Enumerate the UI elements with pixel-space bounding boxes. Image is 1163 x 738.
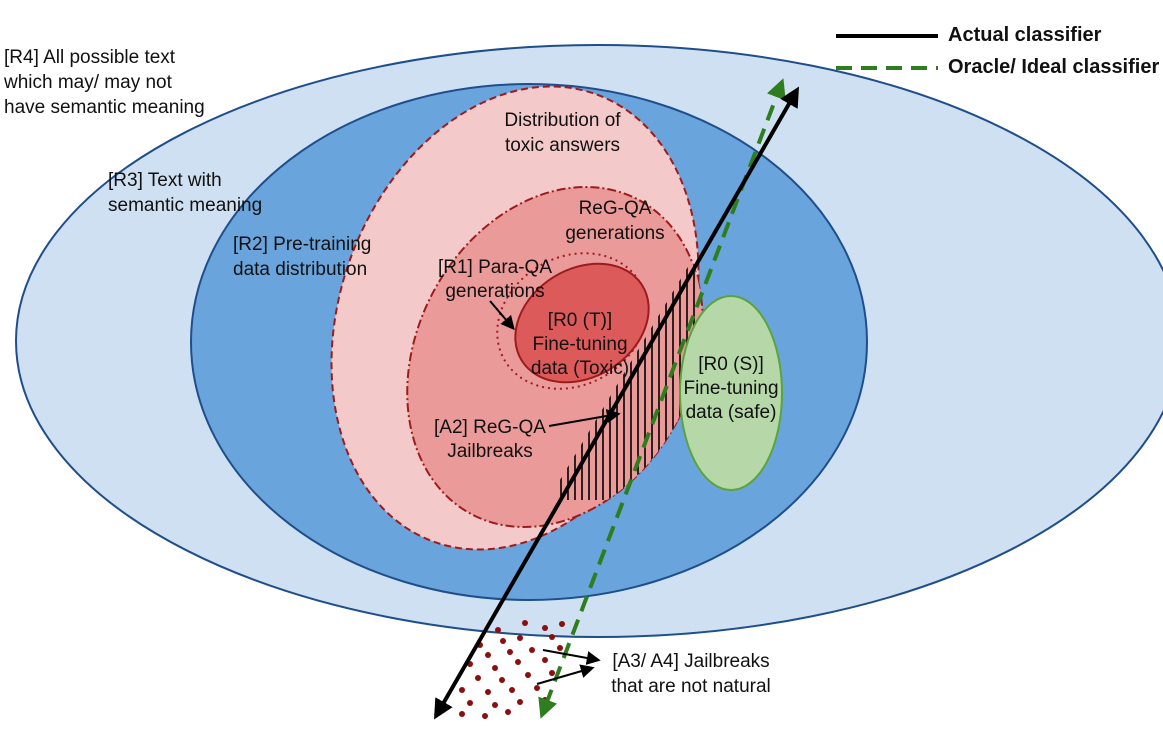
r3-label-line2: semantic meaning (108, 195, 263, 216)
actual-classifier-line (434, 86, 799, 720)
r0-safe-label-line1: [R0 (S)] (698, 354, 764, 375)
r4-label-line2: which may/ may not (4, 72, 172, 93)
toxic-distribution-label-line2: toxic answers (504, 135, 621, 156)
a34-label-line2: that are not natural (611, 676, 771, 697)
regqa-label-line1: ReG-QA (578, 198, 652, 219)
r0-toxic-label-line1: [R0 (T)] (547, 310, 613, 331)
r1-label-line2: generations (445, 281, 545, 302)
legend-actual-label: Actual classifier (948, 24, 1102, 46)
r1-pointer-arrow (489, 300, 515, 331)
r2-label-line2: data distribution (233, 259, 368, 280)
a34-label-line1: [A3/ A4] Jailbreaks (612, 651, 770, 672)
r1-label-line1: [R1] Para-QA (437, 257, 553, 278)
a34-pointer-arrow-lower (536, 664, 595, 685)
r2-label-line1: [R2] Pre-training (233, 234, 372, 255)
r4-label-line3: have semantic meaning (4, 97, 205, 118)
r3-label-line1: [R3] Text with (108, 170, 222, 191)
r0-toxic-label-line2: Fine-tuning (532, 334, 628, 355)
regqa-label-line2: generations (565, 223, 665, 244)
a2-pointer-arrow (548, 409, 621, 427)
r4-label-line1: [R4] All possible text (4, 47, 176, 68)
r0-safe-label-line3: data (safe) (685, 402, 777, 423)
toxic-distribution-label-line1: Distribution of (504, 110, 621, 131)
a2-label-line2: Jailbreaks (447, 441, 533, 462)
r0-safe-label-line2: Fine-tuning (683, 378, 779, 399)
a34-pointer-arrow-upper (542, 649, 601, 665)
r0-toxic-label-line3: data (Toxic) (530, 358, 630, 379)
a2-label-line1: [A2] ReG-QA (434, 417, 546, 438)
legend-oracle-label: Oracle/ Ideal classifier (948, 56, 1160, 78)
